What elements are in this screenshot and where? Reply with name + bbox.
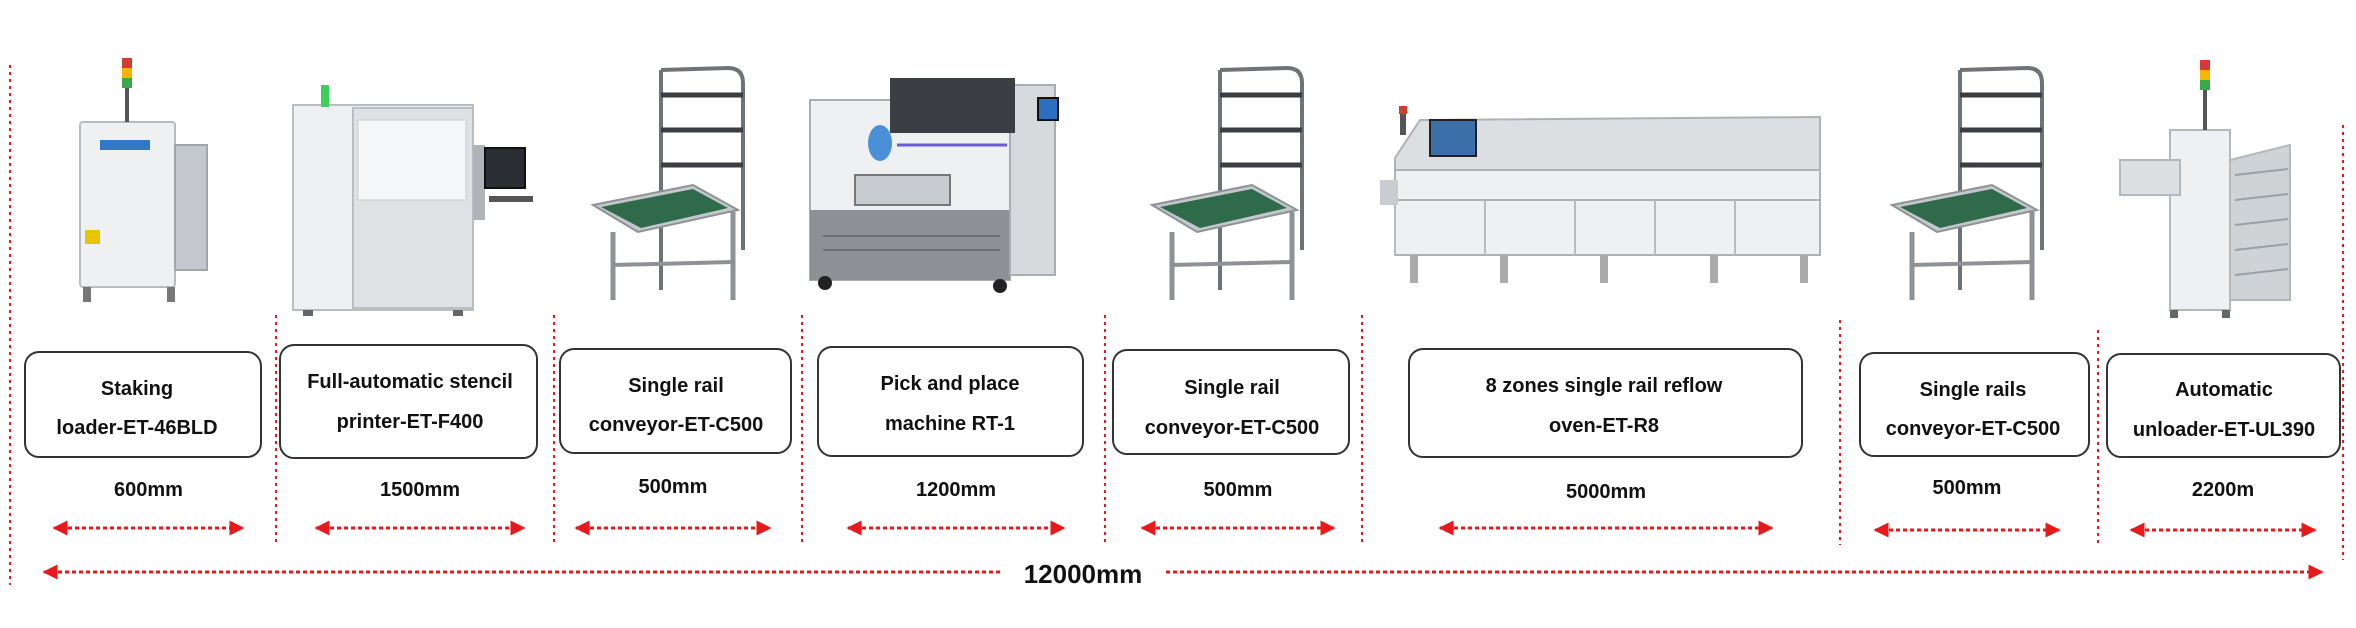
machine-length-label: 500mm — [1933, 477, 2002, 499]
length-dimension: 1200mm — [846, 479, 1066, 536]
label-box-border — [279, 344, 538, 459]
length-dimension: 500mm — [1140, 479, 1336, 536]
machine-model: loader-ET-46BLD — [56, 417, 217, 439]
machine-label-box: 8 zones single rail reflow oven-ET-R8 — [1408, 348, 1803, 458]
unloader-machine-icon — [2119, 60, 2291, 318]
machine-label-box: Single rails conveyor-ET-C500 — [1859, 352, 2090, 457]
machine-length-label: 5000mm — [1566, 481, 1646, 503]
machine-model: printer-ET-F400 — [337, 411, 484, 433]
loader-machine-icon — [79, 58, 208, 302]
label-box-border — [559, 348, 792, 454]
length-dimension: 500mm — [574, 476, 772, 536]
machine-model: conveyor-ET-C500 — [1886, 418, 2061, 440]
machine-length-label: 2200m — [2192, 479, 2254, 501]
length-dimension: 1500mm — [314, 479, 526, 536]
total-length-label: 12000mm — [1024, 559, 1143, 589]
machine-model: conveyor-ET-C500 — [589, 414, 764, 436]
machine-label-box: Full-automatic stencil printer-ET-F400 — [279, 344, 538, 459]
conveyor-icon — [590, 65, 745, 300]
machine-name: Single rail — [628, 375, 724, 397]
machine-name: Single rails — [1920, 379, 2027, 401]
label-box-border — [817, 346, 1084, 457]
machine-name: 8 zones single rail reflow — [1486, 375, 1723, 397]
conveyor-icon — [1149, 65, 1304, 300]
machine-label-box: Staking loader-ET-46BLD — [24, 351, 262, 458]
length-dimensions: 600mm 1500mm 500mm 1200mm 500mm 5000mm 500mm 22… — [52, 476, 2317, 538]
section-dividers — [9, 65, 2344, 585]
conveyor-icon — [1889, 65, 2044, 300]
stencil-printer-icon — [292, 85, 533, 316]
machine-name: Single rail — [1184, 377, 1280, 399]
machine-length-label: 1500mm — [380, 479, 460, 501]
reflow-oven-icon — [1380, 106, 1821, 283]
length-dimension: 2200m — [2129, 479, 2317, 538]
machine-label-box: Automatic unloader-ET-UL390 — [2106, 353, 2341, 458]
machine-label-boxes: Staking loader-ET-46BLD Full-automatic ste… — [24, 344, 2341, 459]
machine-length-label: 600mm — [114, 479, 183, 501]
machine-model: unloader-ET-UL390 — [2133, 419, 2315, 441]
pick-and-place-icon — [809, 78, 1059, 293]
machine-name: Staking — [101, 378, 173, 400]
label-box-border — [24, 351, 262, 458]
label-box-border — [1408, 348, 1803, 458]
label-box-border — [1112, 349, 1350, 455]
machine-label-box: Single rail conveyor-ET-C500 — [559, 348, 792, 454]
machine-illustrations — [79, 58, 2291, 318]
machine-model: oven-ET-R8 — [1549, 415, 1659, 437]
machine-label-box: Single rail conveyor-ET-C500 — [1112, 349, 1350, 455]
machine-label-box: Pick and place machine RT-1 — [817, 346, 1084, 457]
machine-name: Automatic — [2175, 379, 2273, 401]
machine-length-label: 1200mm — [916, 479, 996, 501]
machine-model: machine RT-1 — [885, 413, 1015, 435]
machine-length-label: 500mm — [1204, 479, 1273, 501]
machine-model: conveyor-ET-C500 — [1145, 417, 1320, 439]
total-length-dimension: 12000mm — [42, 559, 2324, 589]
machine-length-label: 500mm — [639, 476, 708, 498]
machine-name: Full-automatic stencil — [307, 371, 513, 393]
label-box-border — [1859, 352, 2090, 457]
length-dimension: 500mm — [1873, 477, 2061, 538]
machine-name: Pick and place — [881, 373, 1020, 395]
length-dimension: 600mm — [52, 479, 245, 536]
label-box-border — [2106, 353, 2341, 458]
length-dimension: 5000mm — [1438, 481, 1774, 536]
